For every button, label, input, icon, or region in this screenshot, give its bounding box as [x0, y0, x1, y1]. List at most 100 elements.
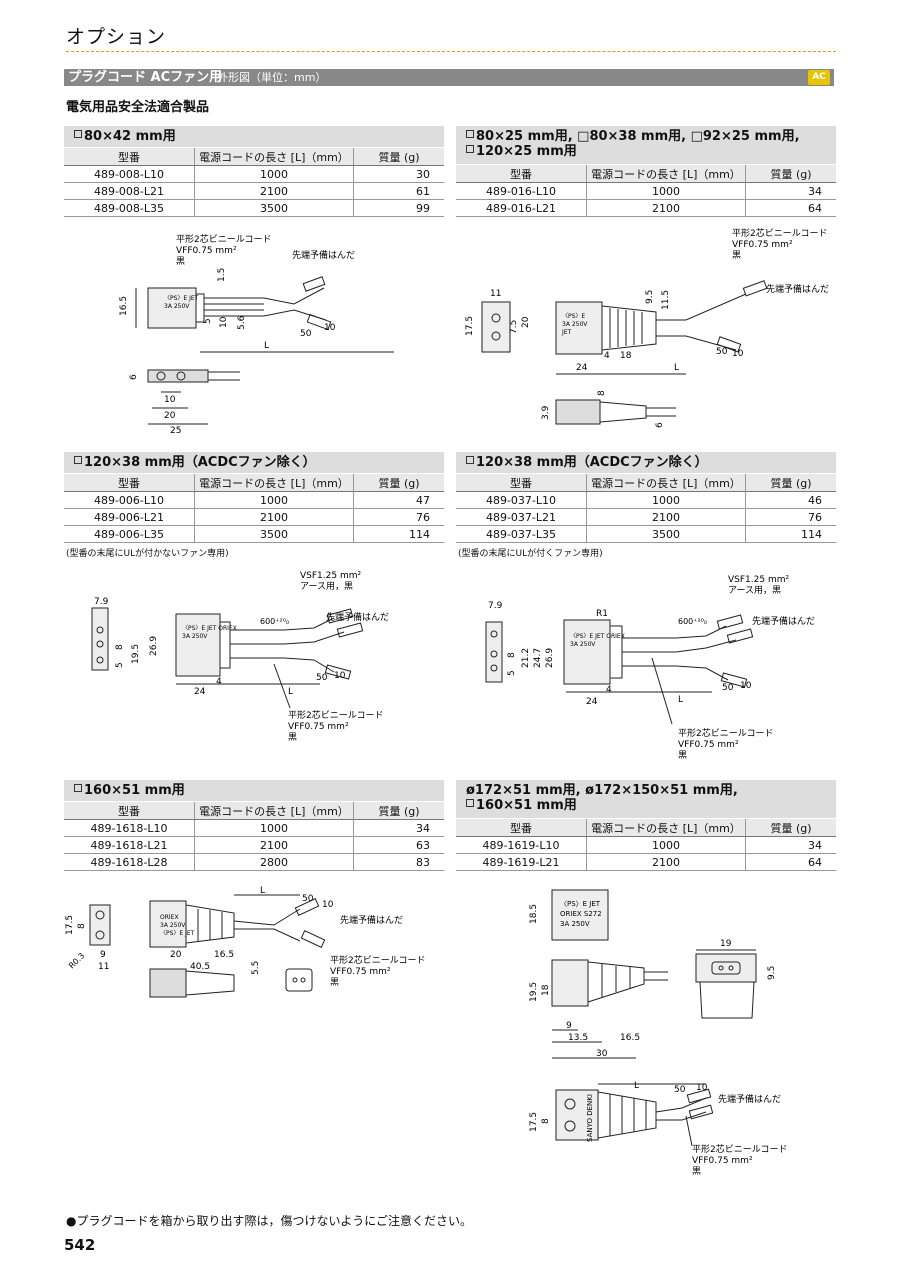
- dim: 10: [696, 1083, 708, 1093]
- bar-title: プラグコード ACファン用: [68, 70, 223, 85]
- dim: 50: [316, 673, 328, 683]
- dim: 50: [302, 894, 314, 904]
- cell: 3500: [194, 199, 354, 217]
- cell: 2100: [194, 182, 354, 200]
- label-cord: 平形2芯ビニールコード: [732, 227, 828, 239]
- label-L: L: [260, 886, 265, 896]
- dim: 19.5: [131, 644, 141, 664]
- dim: 17.5: [65, 915, 75, 935]
- dim: 11.5: [661, 290, 671, 310]
- cell: 3500: [194, 525, 354, 543]
- bar-subtitle: 外形図（単位：mm）: [217, 71, 327, 84]
- dim: 7.9: [94, 597, 109, 607]
- cell: 64: [745, 853, 836, 871]
- cell: 64: [745, 199, 836, 217]
- cell: 2800: [194, 853, 354, 871]
- cell: 489-016-L21: [456, 199, 587, 217]
- section-title: 160×51 mm用: [476, 798, 577, 813]
- col-model: 型番: [64, 474, 195, 492]
- cell: 46: [745, 491, 836, 509]
- label-earth: アース用，黒: [300, 581, 353, 592]
- label-black: 黒: [288, 732, 297, 743]
- square-icon: [74, 784, 82, 792]
- table-note: (型番の末尾にULが付かないファン専用): [66, 549, 229, 559]
- plug-print: 〈PS〉E JET: [160, 930, 195, 937]
- dim: 7.9: [488, 601, 503, 611]
- cell: 1000: [194, 165, 354, 183]
- label-cord: 平形2芯ビニールコード: [176, 233, 272, 245]
- label-cord: 平形2芯ビニールコード: [330, 954, 426, 966]
- dim: 10: [219, 316, 229, 328]
- label-tip-solder: 先端予備はんだ: [766, 283, 829, 295]
- label-vff: VFF0.75 mm²: [176, 246, 237, 256]
- plug-print: 3A 250V: [160, 922, 186, 929]
- col-weight: 質量 (g): [745, 819, 836, 837]
- section-title: 80×25 mm用, □80×38 mm用, □92×25 mm用,: [476, 129, 800, 144]
- cell: 489-1618-L28: [64, 853, 195, 871]
- cell: 2100: [586, 853, 746, 871]
- label-cord: 平形2芯ビニールコード: [678, 727, 774, 739]
- section-title: 120×38 mm用（ACDCファン除く）: [476, 455, 708, 470]
- dim: 9.5: [767, 966, 777, 980]
- cell: 114: [353, 525, 444, 543]
- label-black: 黒: [692, 1166, 701, 1177]
- plug-print: 〈PS〉E JET ORIEX: [182, 625, 237, 632]
- cell: 3500: [586, 525, 746, 543]
- dim: 30: [596, 1049, 608, 1059]
- section-head-172x51: ø172×51 mm用, ø172×150×51 mm用, 160×51 mm用: [456, 780, 836, 818]
- col-length: 電源コードの長さ [L]（mm）: [194, 802, 354, 820]
- label-vff: VFF0.75 mm²: [692, 1156, 753, 1166]
- dim: 600⁺²⁰₀: [260, 617, 289, 626]
- dim: 13.5: [568, 1033, 588, 1043]
- dim: 600⁺²⁰₀: [678, 617, 707, 626]
- cell: 489-006-L35: [64, 525, 195, 543]
- cell: 1000: [586, 491, 746, 509]
- dim: 26.9: [545, 648, 555, 668]
- col-weight: 質量 (g): [353, 802, 444, 820]
- label-L: L: [634, 1081, 639, 1091]
- label-black: 黒: [176, 256, 185, 267]
- plug-print: 〈PS〉E JET: [164, 295, 199, 302]
- dim: 17.5: [465, 316, 475, 336]
- label-vff: VFF0.75 mm²: [288, 722, 349, 732]
- cell: 76: [353, 508, 444, 526]
- col-model: 型番: [64, 802, 195, 820]
- cell: 83: [353, 853, 444, 871]
- square-icon: [466, 130, 474, 138]
- plug-print: 3A 250V: [562, 321, 588, 328]
- cell: 489-008-L35: [64, 199, 195, 217]
- label-vff: VFF0.75 mm²: [330, 967, 391, 977]
- plug-print: 3A 250V: [182, 633, 208, 640]
- dim: 6: [129, 374, 139, 380]
- dim: 8: [115, 644, 125, 650]
- label-tip-solder: 先端予備はんだ: [340, 914, 403, 926]
- section-head-80x25: 80×25 mm用, □80×38 mm用, □92×25 mm用, 120×2…: [456, 126, 836, 164]
- label-vsf: VSF1.25 mm²: [300, 571, 361, 581]
- label-L: L: [264, 341, 269, 351]
- dim: 24: [576, 363, 588, 373]
- cell: 63: [353, 836, 444, 854]
- dim: 5.6: [237, 315, 247, 330]
- table-header: 型番電源コードの長さ [L]（mm）質量 (g): [64, 474, 444, 492]
- dim: R0.3: [67, 951, 86, 970]
- dim: 20: [164, 411, 176, 421]
- plug-print: 〈PS〉E JET ORIEX: [570, 633, 625, 640]
- table-header: 型番電源コードの長さ [L]（mm）質量 (g): [456, 819, 836, 837]
- cell: 1000: [586, 182, 746, 200]
- dim: 26.9: [149, 636, 159, 656]
- label-tip-solder: 先端予備はんだ: [718, 1093, 781, 1105]
- cell: 489-006-L21: [64, 508, 195, 526]
- plug-print: 〈PS〉E: [562, 313, 585, 320]
- section-title: ø172×51 mm用, ø172×150×51 mm用,: [466, 783, 738, 798]
- cell: 489-008-L10: [64, 165, 195, 183]
- col-weight: 質量 (g): [353, 474, 444, 492]
- section-title: 120×25 mm用: [476, 144, 577, 159]
